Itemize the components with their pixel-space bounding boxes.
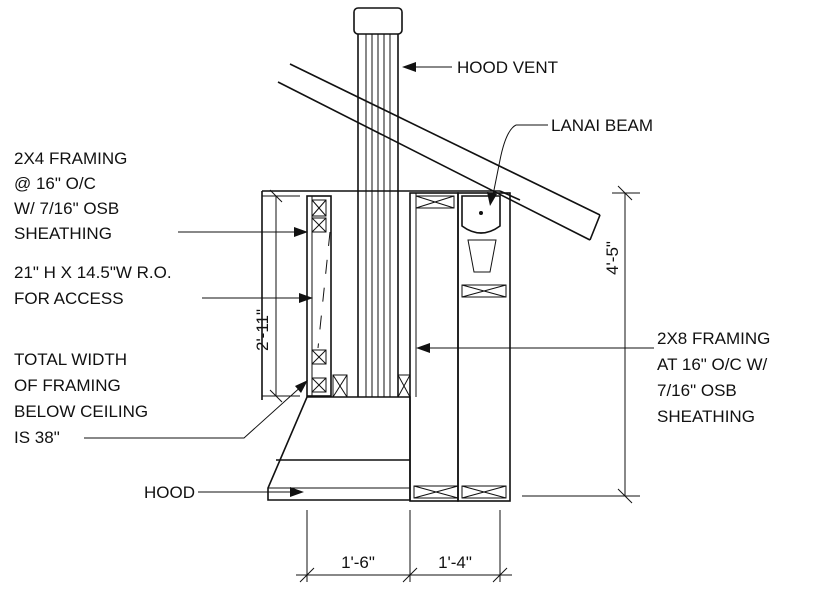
leader-total-width [84, 380, 308, 439]
label-total-width-line2: OF FRAMING [14, 376, 121, 395]
label-2x8-framing-line2: AT 16" O/C W/ [657, 355, 768, 374]
left-2x4-wall [306, 195, 332, 397]
leader-lanai-beam [487, 124, 548, 206]
roof-rafter [277, 63, 601, 241]
label-total-width-line3: BELOW CEILING [14, 402, 148, 421]
label-2x4-framing-line4: SHEATHING [14, 224, 112, 243]
label-access-line1: 21" H X 14.5"W R.O. [14, 263, 172, 282]
dim-height-right-text: 4'-5" [603, 241, 622, 275]
label-hood-vent: HOOD VENT [457, 58, 558, 77]
label-2x4-framing-line1: 2X4 FRAMING [14, 149, 127, 168]
dim-height-left [262, 189, 300, 403]
dim-widths [296, 510, 512, 583]
leader-hood-vent [402, 62, 452, 72]
label-2x8-framing-line1: 2X8 FRAMING [657, 329, 770, 348]
leader-2x8-framing [416, 343, 654, 353]
label-2x8-framing-line4: SHEATHING [657, 407, 755, 426]
right-2x8-framing [409, 192, 511, 502]
label-access-line2: FOR ACCESS [14, 289, 124, 308]
leader-2x4-framing [178, 227, 308, 237]
dim-height-left-text: 2'-11" [253, 309, 272, 351]
label-2x8-framing-line3: 7/16" OSB [657, 381, 737, 400]
dim-height-right [522, 185, 640, 504]
leader-access [202, 293, 313, 303]
label-total-width-line4: IS 38" [14, 428, 60, 447]
label-total-width-line1: TOTAL WIDTH [14, 350, 127, 369]
hood-body [267, 396, 411, 501]
label-lanai-beam: LANAI BEAM [551, 116, 653, 135]
hood-vent-pipe [353, 7, 403, 397]
label-2x4-framing-line2: @ 16" O/C [14, 174, 96, 193]
dim-width-left-text: 1'-6" [341, 553, 375, 572]
dim-width-right-text: 1'-4" [438, 553, 472, 572]
label-2x4-framing-line3: W/ 7/16" OSB [14, 199, 119, 218]
label-hood: HOOD [144, 483, 195, 502]
leader-hood [198, 487, 304, 497]
